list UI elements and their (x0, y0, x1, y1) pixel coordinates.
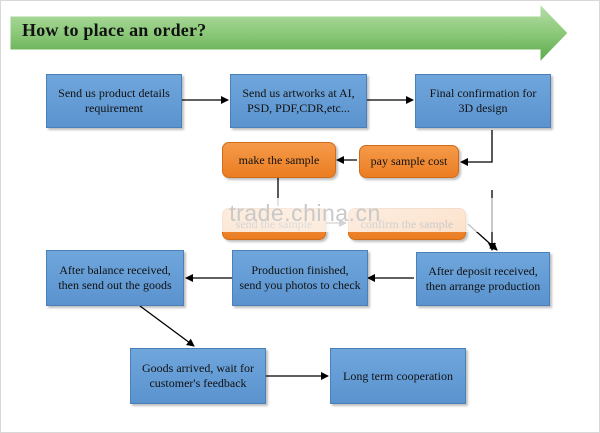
step-long-term: Long term cooperation (330, 348, 466, 404)
step-balance-received: After balance received, then send out th… (46, 250, 184, 306)
watermark-fade (0, 198, 600, 232)
step-goods-arrived: Goods arrived, wait for customer's feedb… (130, 348, 266, 404)
step-send-artworks: Send us artworks at AI, PSD, PDF,CDR,etc… (230, 74, 367, 128)
step-pay-sample-cost: pay sample cost (359, 145, 459, 178)
step-deposit-received: After deposit received, then arrange pro… (416, 252, 550, 306)
page-title: How to place an order? (22, 20, 207, 40)
watermark-band: trade.china.cn (0, 198, 600, 232)
step-final-confirmation: Final confirmation for 3D design (415, 74, 551, 128)
step-make-sample: make the sample (222, 142, 336, 178)
arrow-confirmation-to-pay (460, 130, 493, 166)
watermark-text: trade.china.cn (229, 200, 381, 226)
step-production-finished: Production finished, send you photos to … (232, 250, 368, 306)
title-banner: How to place an order? (0, 0, 600, 70)
arrow-balance-to-goods (139, 305, 195, 347)
banner-arrow-shape (9, 2, 569, 64)
step-product-details: Send us product details requirement (46, 74, 182, 128)
